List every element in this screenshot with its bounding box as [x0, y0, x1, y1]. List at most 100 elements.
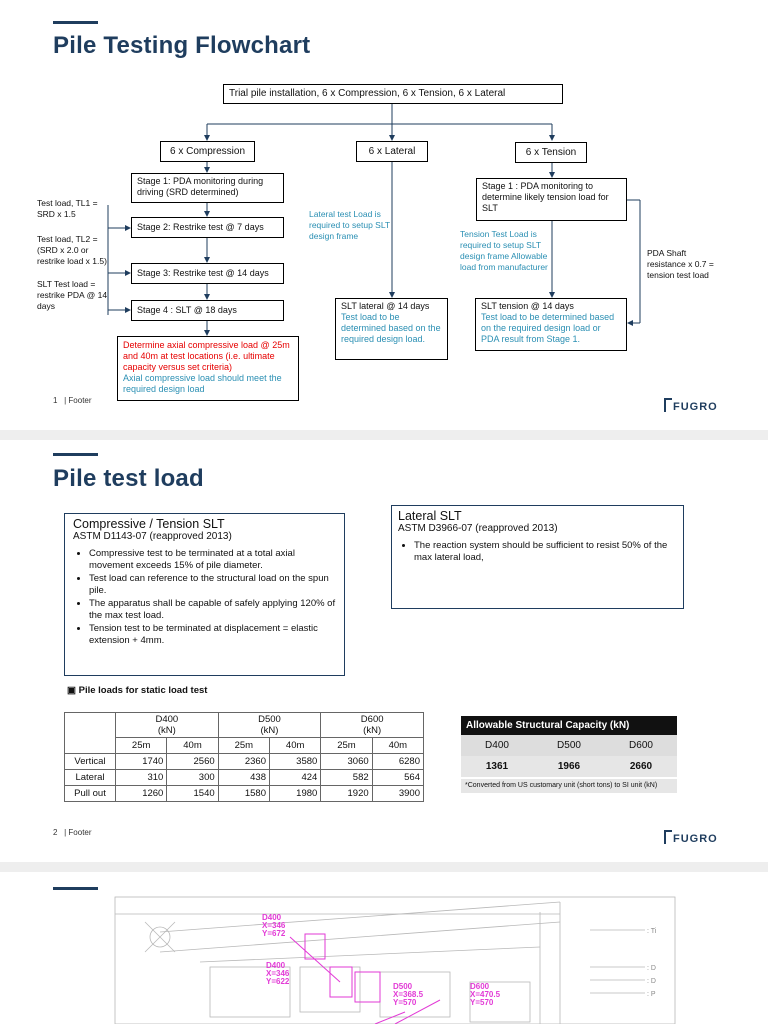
slide-flowchart: Pile Testing Flowchart — [0, 0, 768, 430]
table-cell: 2560 — [166, 753, 219, 770]
bullet-item: The reaction system should be sufficient… — [414, 540, 677, 564]
table-cell: 40m — [166, 737, 219, 754]
compression-result-red-text: Determine axial compressive load @ 25m a… — [123, 340, 290, 372]
footer: 2 | Footer — [53, 828, 92, 837]
table-cell: 1580 — [217, 785, 270, 802]
table-cell: 300 — [166, 769, 219, 786]
capacity-values: 1361 1966 2660 — [461, 756, 677, 777]
table-cell: 25m — [114, 737, 168, 754]
marker-label: D600 X=470.5 Y=570 — [470, 982, 501, 1007]
flow-lateral-header: 6 x Lateral — [356, 141, 428, 162]
panel-standard: ASTM D3966-07 (reapproved 2013) — [398, 523, 558, 534]
table-cell: 6280 — [371, 753, 425, 770]
table-cell: Lateral — [64, 769, 116, 786]
note-slt-test-load: SLT Test load = restrike PDA @ 14 days — [37, 279, 108, 311]
panel-bullets: Compressive test to be terminated at a t… — [73, 548, 336, 647]
note-test-load-tl1: Test load, TL1 = SRD x 1.5 — [37, 198, 98, 219]
title-accent-bar — [53, 887, 98, 890]
flow-lateral-result: SLT lateral @ 14 days Test load to be de… — [335, 298, 448, 360]
capacity-header-cell: D500 — [557, 740, 581, 751]
table-cell: 582 — [320, 769, 373, 786]
note-pda-shaft-resistance: PDA Shaft resistance x 0.7 = tension tes… — [647, 248, 714, 280]
panel-heading: Lateral SLT — [398, 509, 462, 523]
lateral-result-text: Test load to be determined based on the … — [341, 312, 441, 344]
marker-label: D500 X=368.5 Y=570 — [393, 982, 424, 1007]
table-cell: D600 (kN) — [320, 712, 424, 738]
table-cell: Vertical — [64, 753, 116, 770]
page-number: 2 — [53, 828, 58, 837]
bullet-item: Test load can reference to the structura… — [89, 573, 336, 597]
table-cell: 1920 — [320, 785, 373, 802]
bullet-item: Compressive test to be terminated at a t… — [89, 548, 336, 572]
legend: : Ti : D : D : P — [647, 925, 656, 1001]
table-cell: 3060 — [320, 753, 373, 770]
table-cell: 438 — [217, 769, 270, 786]
table-cell: 2360 — [217, 753, 270, 770]
table-cell: 25m — [320, 737, 373, 754]
table-cell: 40m — [268, 737, 322, 754]
flowchart-connectors — [107, 104, 641, 336]
flow-compression-header: 6 x Compression — [160, 141, 255, 162]
panel-bullets: The reaction system should be sufficient… — [398, 540, 677, 564]
legend-item: : D — [647, 965, 656, 972]
capacity-title: Allowable Structural Capacity (kN) — [461, 716, 677, 735]
capacity-value-cell: 2660 — [629, 761, 653, 772]
bullet-item: Tension test to be terminated at displac… — [89, 623, 336, 647]
legend-item: : P — [647, 991, 656, 998]
capacity-note: *Converted from US customary unit (short… — [461, 779, 677, 793]
legend-item: : Ti — [647, 928, 657, 935]
flow-compression-stage4: Stage 4 : SLT @ 18 days — [131, 300, 284, 321]
site-plan-drawing — [114, 896, 676, 1024]
table-cell: 3580 — [268, 753, 322, 770]
panel-heading: Compressive / Tension SLT — [73, 517, 225, 531]
capacity-value-cell: 1966 — [557, 761, 581, 772]
table-cell: 3900 — [371, 785, 425, 802]
table-caption: ▣ Pile loads for static load test — [67, 685, 208, 696]
bullet-item: The apparatus shall be capable of safely… — [89, 598, 336, 622]
table-cell: 1980 — [268, 785, 322, 802]
slide-site-plan: D400 X=346 Y=672 D400 X=346 Y=622 D500 X… — [0, 872, 768, 1024]
note-test-load-tl2: Test load, TL2 = (SRD x 2.0 or restrike … — [37, 234, 107, 266]
capacity-value-cell: 1361 — [485, 761, 509, 772]
note-lateral-test-load: Lateral test Load is required to setup S… — [309, 209, 390, 241]
table-cell: D400 (kN) — [115, 712, 219, 738]
table-header-row: D400 (kN)D500 (kN)D600 (kN) — [64, 712, 424, 754]
table-cell: D500 (kN) — [217, 712, 322, 738]
panel-standard: ASTM D1143-07 (reapproved 2013) — [73, 531, 232, 542]
table-cell: 1740 — [114, 753, 168, 770]
table-cell: 1260 — [114, 785, 168, 802]
table-cell: 40m — [371, 737, 425, 754]
capacity-header-cell: D600 — [629, 740, 653, 751]
flow-tension-header: 6 x Tension — [515, 142, 587, 163]
tension-result-text: Test load to be determined based on the … — [481, 312, 615, 344]
lateral-result-title: SLT lateral @ 14 days — [341, 301, 430, 311]
table-cell — [64, 712, 116, 754]
table-cell: 1540 — [166, 785, 219, 802]
fugro-logo: FUGRO — [664, 830, 718, 845]
flow-compression-stage3: Stage 3: Restrike test @ 14 days — [131, 263, 284, 284]
marker-label: D400 X=346 Y=622 — [266, 961, 290, 986]
capacity-header-cell: D400 — [485, 740, 509, 751]
flow-tension-stage1: Stage 1 : PDA monitoring to determine li… — [476, 178, 627, 221]
slide-title: Pile Testing Flowchart — [53, 32, 311, 59]
footer-text: Footer — [68, 828, 92, 837]
slide-title: Pile test load — [53, 465, 204, 492]
table-cell: 564 — [371, 769, 425, 786]
capacity-headers: D400 D500 D600 — [461, 735, 677, 756]
table-cell: 310 — [114, 769, 168, 786]
table-cell: 25m — [217, 737, 270, 754]
slide-pile-test-load: Pile test load Compressive / Tension SLT… — [0, 440, 768, 862]
footer-text: Footer — [68, 396, 92, 405]
flow-compression-stage2: Stage 2: Restrike test @ 7 days — [131, 217, 284, 238]
fugro-logo: FUGRO — [664, 398, 718, 413]
title-accent-bar — [53, 21, 98, 24]
flow-compression-result: Determine axial compressive load @ 25m a… — [117, 336, 299, 401]
note-tension-test-load: Tension Test Load is required to setup S… — [460, 229, 548, 272]
flow-top-box: Trial pile installation, 6 x Compression… — [223, 84, 563, 104]
